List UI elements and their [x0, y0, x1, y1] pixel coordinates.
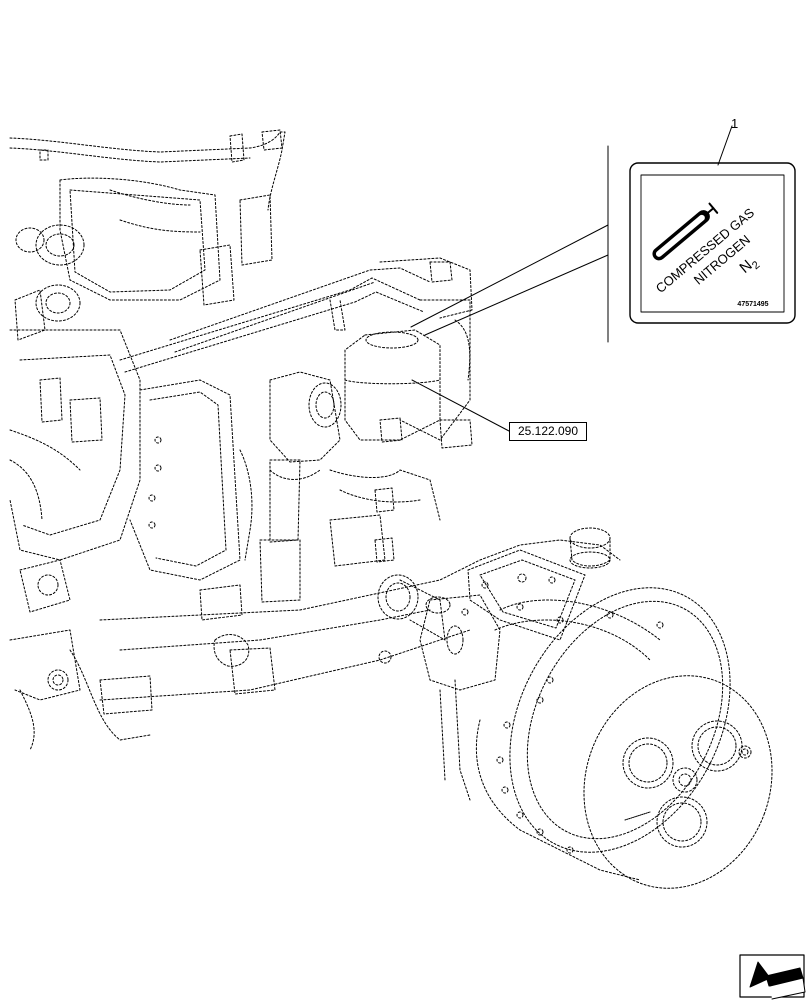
decal-formula: N2	[736, 253, 762, 279]
machine-drawing	[9, 129, 773, 889]
callout-leader	[717, 125, 733, 166]
gas-cylinder-icon	[652, 202, 719, 261]
next-page-arrow-icon[interactable]	[739, 954, 806, 1000]
decal-part-number: 47571495	[737, 301, 768, 308]
callout-number: 1	[731, 116, 739, 131]
nitrogen-gas-decal: COMPRESSED GAS NITROGEN N2 47571495	[629, 162, 796, 324]
leader-lines	[410, 125, 733, 432]
decal-leader-lower	[424, 254, 609, 336]
decal-leader-upper	[410, 224, 609, 328]
reference-leader	[411, 379, 510, 432]
reference-label[interactable]: 25.122.090	[509, 422, 587, 441]
